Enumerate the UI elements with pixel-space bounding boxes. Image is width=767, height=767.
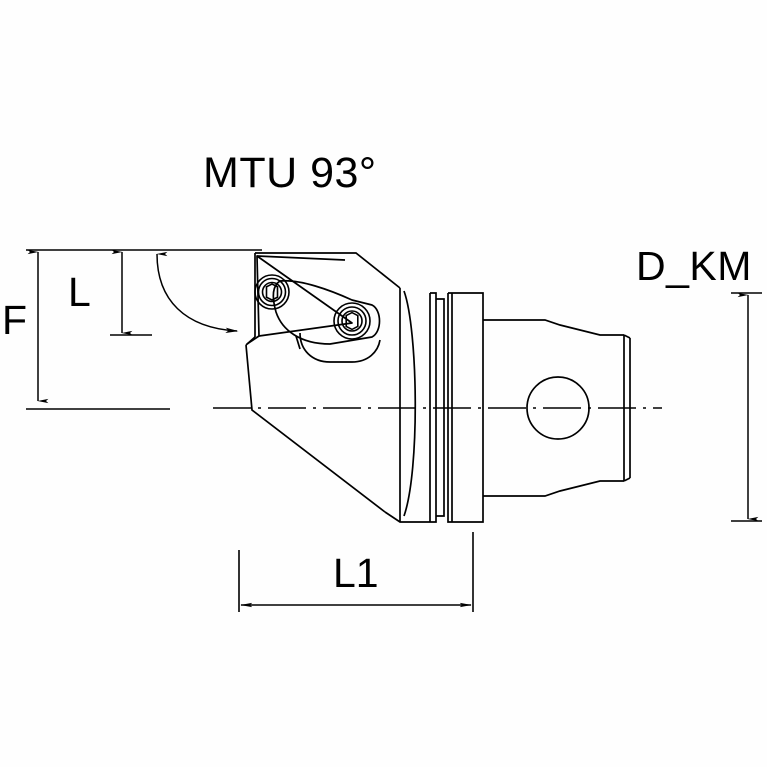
- dimension-F: [26, 249, 262, 410]
- clamp-screw-lower-icon: [333, 302, 371, 340]
- drawing-title-label: MTU 93°: [203, 149, 377, 197]
- dimension-label-l: L: [68, 269, 91, 315]
- clamp-screw-upper-icon: [254, 274, 290, 310]
- tool-head-right-profile: [399, 288, 417, 522]
- dimension-label-l1: L1: [333, 550, 379, 596]
- dimension-label-d-km: D_KM: [636, 243, 752, 289]
- dimension-L: [110, 249, 152, 336]
- dimension-L1: [238, 532, 474, 612]
- cutting-insert: [246, 255, 353, 345]
- insert-corner-leader: [156, 251, 239, 334]
- dimension-D-KM: [731, 292, 762, 522]
- dimension-label-f: F: [2, 297, 28, 343]
- clamp-lever-arm: [272, 279, 381, 363]
